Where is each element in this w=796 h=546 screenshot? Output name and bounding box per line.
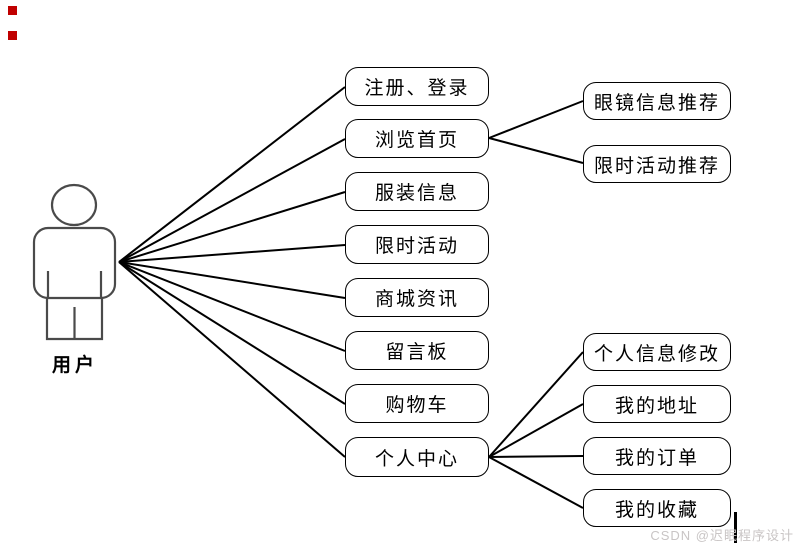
user-actor-icon[interactable] xyxy=(32,183,117,341)
usecase-clothing-info-label: 服装信息 xyxy=(374,183,459,204)
edge-user-browse-home xyxy=(118,138,346,263)
usecase-mall-news-label: 商城资讯 xyxy=(374,289,459,310)
usecase-message-board-label: 留言板 xyxy=(385,342,449,363)
usecase-register-login[interactable]: 注册、登录 xyxy=(345,67,489,106)
actor-edges xyxy=(118,86,346,458)
usecase-glasses-info-recommend[interactable]: 眼镜信息推荐 xyxy=(583,82,731,120)
edge-user-message-board xyxy=(118,261,346,352)
edge-browse-glasses-recommend xyxy=(488,100,584,139)
usecase-personal-center-label: 个人中心 xyxy=(374,448,459,470)
usecase-register-login-label: 注册、登录 xyxy=(364,78,470,99)
edge-center-my-orders xyxy=(488,455,584,458)
usecase-limited-activity-label: 限时活动 xyxy=(374,236,459,257)
usecase-browse-home[interactable]: 浏览首页 xyxy=(345,119,489,158)
usecase-my-orders-label: 我的订单 xyxy=(614,447,699,469)
csdn-watermark: CSDN @迟眠程序设计 xyxy=(650,528,794,543)
usecase-shopping-cart-label: 购物车 xyxy=(385,395,449,416)
edge-user-shopping-cart xyxy=(118,261,346,405)
browse-home-edges xyxy=(488,100,584,164)
red-marker-bottom xyxy=(8,31,17,40)
usecase-personal-center[interactable]: 个人中心 xyxy=(345,437,489,477)
usecase-personal-info-edit-label: 个人信息修改 xyxy=(593,343,720,365)
personal-center-edges xyxy=(488,351,584,509)
red-marker-top xyxy=(8,6,17,15)
edge-user-personal-center xyxy=(118,261,346,458)
usecase-limited-activity[interactable]: 限时活动 xyxy=(345,225,489,264)
usecase-mall-news[interactable]: 商城资讯 xyxy=(345,278,489,317)
usecase-clothing-info[interactable]: 服装信息 xyxy=(345,172,489,211)
edge-browse-activity-recommend xyxy=(488,137,584,164)
usecase-message-board[interactable]: 留言板 xyxy=(345,331,489,370)
text-cursor xyxy=(734,512,737,543)
actor-head xyxy=(50,183,98,227)
usecase-my-favorites[interactable]: 我的收藏 xyxy=(583,489,731,527)
edge-user-limited-activity xyxy=(118,244,346,263)
edge-user-mall-news xyxy=(118,261,346,299)
usecase-limited-activity-recommend[interactable]: 限时活动推荐 xyxy=(583,145,731,183)
actor-torso xyxy=(32,226,117,300)
edge-center-my-favorites xyxy=(488,456,584,509)
edge-user-register-login xyxy=(118,86,346,263)
usecase-shopping-cart[interactable]: 购物车 xyxy=(345,384,489,423)
edge-center-my-address xyxy=(488,403,584,458)
usecase-my-address-label: 我的地址 xyxy=(614,395,699,417)
usecase-limited-activity-recommend-label: 限时活动推荐 xyxy=(593,155,720,177)
usecase-glasses-info-recommend-label: 眼镜信息推荐 xyxy=(593,92,720,114)
edge-user-clothing-info xyxy=(118,191,346,263)
edge-center-personal-info-edit xyxy=(488,351,584,458)
usecase-my-orders[interactable]: 我的订单 xyxy=(583,437,731,475)
usecase-my-address[interactable]: 我的地址 xyxy=(583,385,731,423)
usecase-personal-info-edit[interactable]: 个人信息修改 xyxy=(583,333,731,371)
usecase-my-favorites-label: 我的收藏 xyxy=(614,499,699,521)
actor-label: 用户 xyxy=(51,355,98,376)
usecase-browse-home-label: 浏览首页 xyxy=(374,130,459,151)
